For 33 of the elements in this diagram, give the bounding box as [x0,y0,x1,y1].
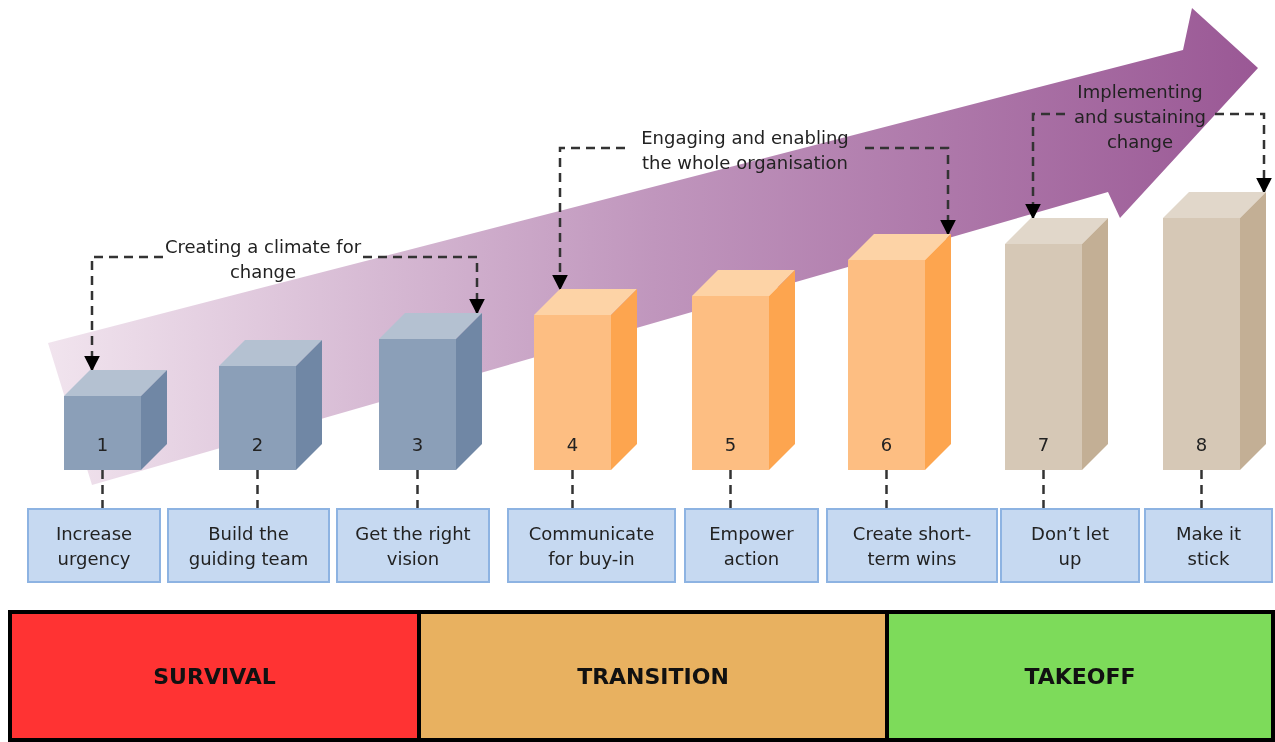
step-number: 5 [723,434,738,455]
group-heading: Creating a climate for change [163,235,363,284]
dashed-arrow [363,255,485,315]
step-number: 8 [1194,434,1209,455]
step-label: Get the right vision [336,508,490,583]
step-number: 7 [1036,434,1051,455]
dashed-arrow [84,255,163,372]
group-heading: Engaging and enabling the whole organisation [640,126,850,175]
step-label: Empower action [684,508,819,583]
dashed-connector [729,470,732,508]
step-label: Increase urgency [27,508,161,583]
step-label: Communicate for buy-in [507,508,676,583]
dashed-connector [1042,470,1045,508]
dashed-connector [571,470,574,508]
dashed-connector [416,470,419,508]
step-number: 1 [95,434,110,455]
step-number: 4 [565,434,580,455]
step-label: Build the guiding team [167,508,330,583]
dashed-arrow [1025,112,1065,220]
step-label: Create short-term wins [826,508,998,583]
step-label: Make it stick [1144,508,1273,583]
dashed-connector [1200,470,1203,508]
step-number: 2 [250,434,265,455]
dashed-connector [885,470,888,508]
dashed-arrow [552,146,625,291]
dashed-connector [256,470,259,508]
step-label: Don’t let up [1000,508,1140,583]
dashed-arrow [1215,112,1272,194]
dashed-connector [101,470,104,508]
step-number: 3 [410,434,425,455]
dashed-arrow [865,146,956,236]
group-heading: Implementing and sustaining change [1072,79,1208,154]
step-number: 6 [879,434,894,455]
